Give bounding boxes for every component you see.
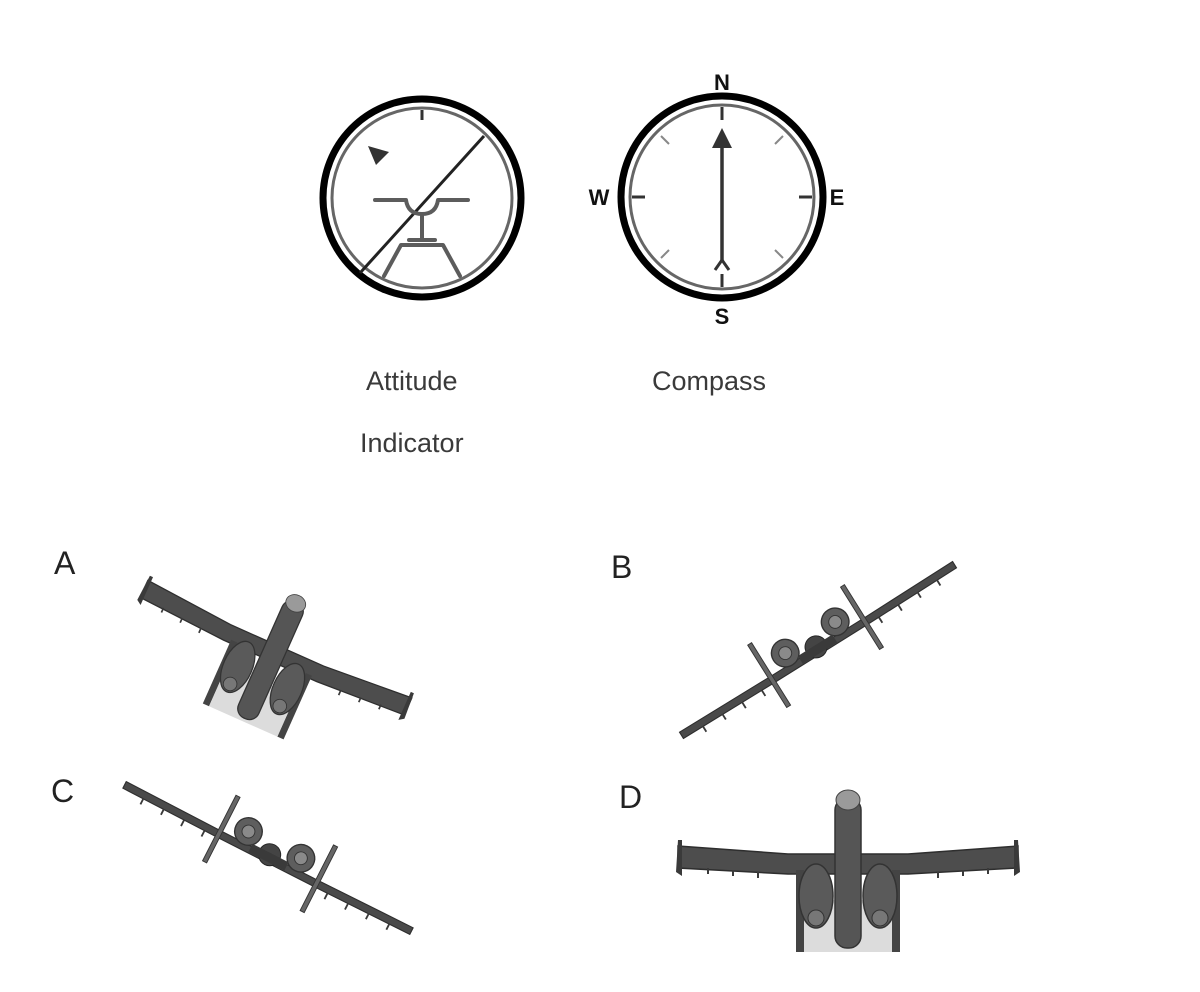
compass-west: W <box>589 185 610 210</box>
option-b-airplane <box>658 528 973 764</box>
option-a-letter: A <box>54 545 76 581</box>
compass-south: S <box>715 304 730 329</box>
option-a-airplane <box>108 535 434 782</box>
option-d-airplane <box>675 789 1021 953</box>
option-c-airplane <box>109 747 432 961</box>
attitude-label-line2: Indicator <box>360 428 464 458</box>
compass-north: N <box>714 70 730 95</box>
compass-east: E <box>830 185 845 210</box>
option-d-letter: D <box>619 779 643 815</box>
option-c-letter: C <box>51 773 75 809</box>
compass-label: Compass <box>652 366 767 396</box>
compass: N S W E <box>589 70 845 329</box>
attitude-indicator <box>319 95 525 301</box>
option-b-letter: B <box>611 549 633 585</box>
attitude-label-line1: Attitude <box>366 366 458 396</box>
